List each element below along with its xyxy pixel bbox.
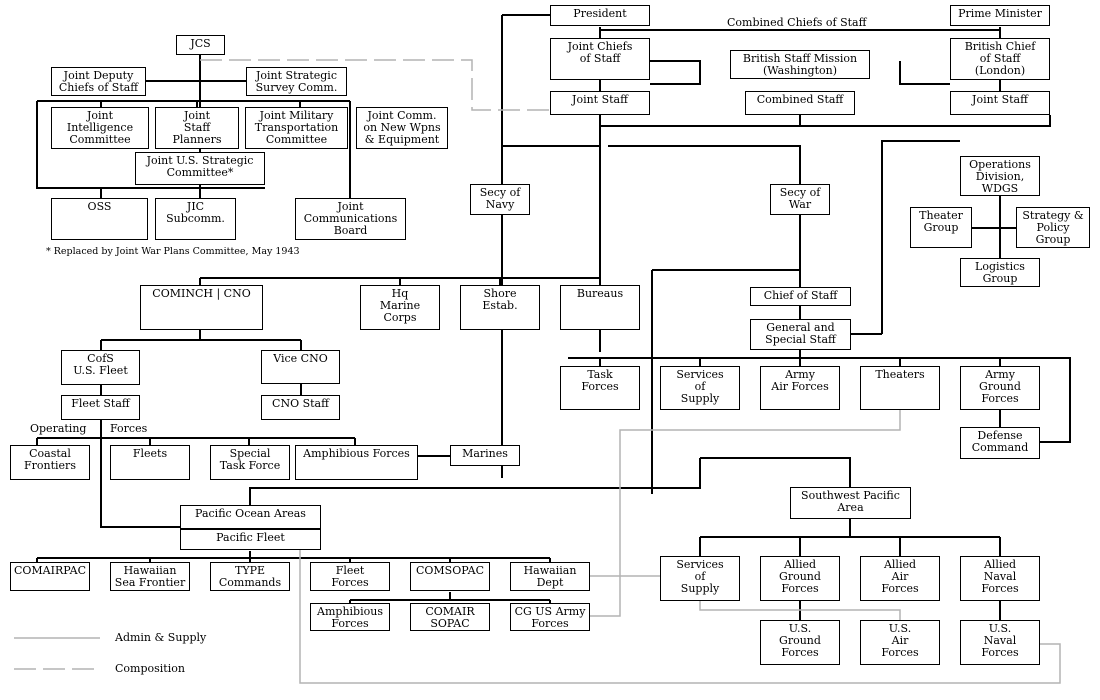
type-commands-box: TYPE Commands <box>210 562 290 591</box>
hawaiian-sea-frontier-box: Hawaiian Sea Frontier <box>110 562 190 591</box>
cno-staff-box: CNO Staff <box>261 395 340 420</box>
theater-group-box: Theater Group <box>910 207 972 248</box>
british-staff-mission-box: British Staff Mission (Washington) <box>730 50 870 79</box>
us-ground-forces-box: U.S. Ground Forces <box>760 620 840 665</box>
joint-comm-new-weapons-box: Joint Comm. on New Wpns & Equipment <box>356 107 448 149</box>
allied-air-forces-box: Allied Air Forces <box>860 556 940 601</box>
legend-admin-supply: Admin & Supply <box>115 631 207 644</box>
fleet-forces-box: Fleet Forces <box>310 562 390 591</box>
joint-chiefs-of-staff-box: Joint Chiefs of Staff <box>550 38 650 80</box>
jcs-box: JCS <box>176 35 225 55</box>
joint-staff-us-box: Joint Staff <box>550 91 650 115</box>
operating-label: Operating <box>30 422 87 435</box>
jic-subcommittee-box: JIC Subcomm. <box>155 198 236 240</box>
strategy-policy-group-box: Strategy & Policy Group <box>1016 207 1090 248</box>
operations-division-box: Operations Division, WDGS <box>960 156 1040 196</box>
army-ground-forces-box: Army Ground Forces <box>960 366 1040 410</box>
joint-intelligence-committee-box: Joint Intelligence Committee <box>51 107 149 149</box>
president-box: President <box>550 5 650 26</box>
coastal-frontiers-box: Coastal Frontiers <box>10 445 90 480</box>
cominch-cno-box: COMINCH | CNO <box>140 285 263 330</box>
comsopac-box: COMSOPAC <box>410 562 490 591</box>
us-air-forces-box: U.S. Air Forces <box>860 620 940 665</box>
amphibious-forces-box: Amphibious Forces <box>295 445 418 480</box>
forces-label: Forces <box>110 422 148 435</box>
allied-ground-forces-box: Allied Ground Forces <box>760 556 840 601</box>
defense-command-box: Defense Command <box>960 427 1040 459</box>
chief-of-staff-box: Chief of Staff <box>750 287 851 306</box>
pacific-ocean-areas-box: Pacific Ocean Areas <box>180 505 321 529</box>
vice-cno-box: Vice CNO <box>261 350 340 384</box>
british-chief-of-staff-box: British Chief of Staff (London) <box>950 38 1050 80</box>
footnote: * Replaced by Joint War Plans Committee,… <box>46 246 300 257</box>
marines-box: Marines <box>450 445 520 466</box>
us-naval-forces-box: U.S. Naval Forces <box>960 620 1040 665</box>
secretary-of-navy-box: Secy of Navy <box>470 184 530 215</box>
amphibious-forces-sopac-box: Amphibious Forces <box>310 603 390 631</box>
southwest-pacific-area-box: Southwest Pacific Area <box>790 487 911 519</box>
comair-sopac-box: COMAIR SOPAC <box>410 603 490 631</box>
comairpac-box: COMAIRPAC <box>10 562 90 591</box>
prime-minister-box: Prime Minister <box>950 5 1050 26</box>
allied-naval-forces-box: Allied Naval Forces <box>960 556 1040 601</box>
joint-strategic-survey-box: Joint Strategic Survey Comm. <box>246 67 347 96</box>
hq-marine-corps-box: Hq Marine Corps <box>360 285 440 330</box>
legend-composition: Composition <box>115 662 185 675</box>
fleets-box: Fleets <box>110 445 190 480</box>
joint-us-strategic-committee-box: Joint U.S. Strategic Committee* <box>135 152 265 185</box>
logistics-group-box: Logistics Group <box>960 258 1040 287</box>
army-air-forces-box: Army Air Forces <box>760 366 840 410</box>
joint-staff-british-box: Joint Staff <box>950 91 1050 115</box>
joint-communications-board-box: Joint Communications Board <box>295 198 406 240</box>
cg-us-army-forces-box: CG US Army Forces <box>510 603 590 631</box>
hawaiian-dept-box: Hawaiian Dept <box>510 562 590 591</box>
joint-staff-planners-box: Joint Staff Planners <box>155 107 239 149</box>
cofs-us-fleet-box: CofS U.S. Fleet <box>61 350 140 385</box>
fleet-staff-box: Fleet Staff <box>61 395 140 420</box>
swpa-services-of-supply-box: Services of Supply <box>660 556 740 601</box>
shore-establishments-box: Shore Estab. <box>460 285 540 330</box>
oss-box: OSS <box>51 198 148 240</box>
combined-chiefs-label: Combined Chiefs of Staff <box>727 16 867 29</box>
general-special-staff-box: General and Special Staff <box>750 319 851 350</box>
secretary-of-war-box: Secy of War <box>770 184 830 215</box>
joint-deputy-chiefs-box: Joint Deputy Chiefs of Staff <box>51 67 146 96</box>
pacific-fleet-box: Pacific Fleet <box>180 529 321 550</box>
combined-staff-box: Combined Staff <box>745 91 855 115</box>
joint-military-transportation-box: Joint Military Transportation Committee <box>245 107 348 149</box>
theaters-box: Theaters <box>860 366 940 410</box>
bureaus-box: Bureaus <box>560 285 640 330</box>
special-task-force-box: Special Task Force <box>210 445 290 480</box>
services-of-supply-box: Services of Supply <box>660 366 740 410</box>
task-forces-box: Task Forces <box>560 366 640 410</box>
